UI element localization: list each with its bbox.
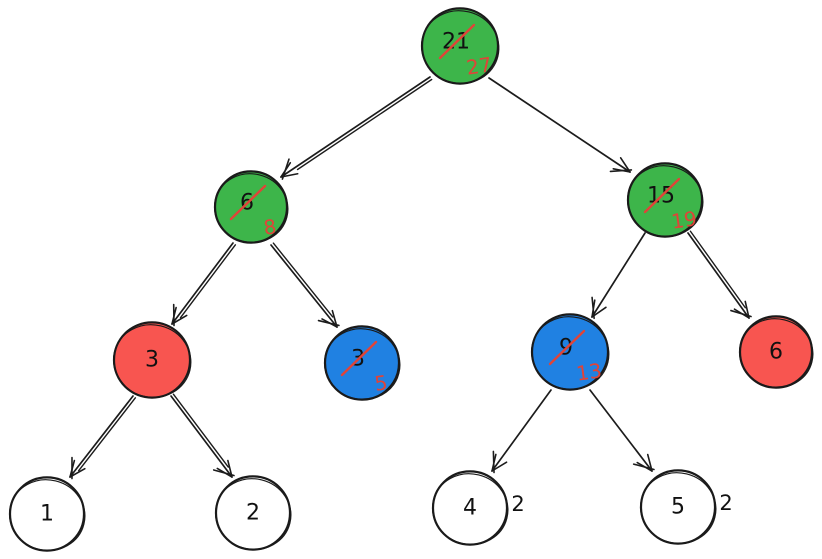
arrowhead-stroke xyxy=(281,158,290,180)
tree-node-left-left: 3 xyxy=(112,321,192,399)
edge-root-to-right xyxy=(488,77,633,173)
edge-line xyxy=(589,389,653,472)
strikethrough-line xyxy=(438,23,476,60)
node-corrected-value: 5 xyxy=(373,370,389,396)
node-sketch-ring xyxy=(214,173,289,243)
node-sketch-ring xyxy=(739,318,814,388)
node-sketch-ring xyxy=(531,316,610,390)
edge-sketch-line xyxy=(77,397,137,472)
node-value: 6 xyxy=(769,340,783,365)
node-sketch-ring xyxy=(324,328,401,400)
tree-node-root: 2127 xyxy=(420,7,500,85)
edge-left-left-to-leaf-2 xyxy=(170,393,235,478)
node-sketch-ring xyxy=(640,472,717,544)
tree-node-left-right: 35 xyxy=(323,325,401,401)
node-value: 5 xyxy=(671,495,685,520)
edge-right-left-to-leaf-5 xyxy=(589,389,655,472)
edge-sketch-line xyxy=(172,393,229,468)
edge-line xyxy=(687,232,750,319)
edge-left-left-to-leaf-1 xyxy=(69,395,137,480)
strikethrough-line xyxy=(229,184,267,221)
edge-root-to-left xyxy=(280,76,433,180)
node-corrected-value: 13 xyxy=(575,358,604,385)
edge-right-to-right-right xyxy=(687,230,752,319)
tree-node-leaf-2: 2 xyxy=(214,475,292,551)
node-sketch-ring xyxy=(9,479,86,551)
edge-sketch-line xyxy=(296,78,433,171)
node-side-label: 2 xyxy=(511,492,524,516)
node-sketch-ring xyxy=(421,10,500,84)
node-sketch-ring xyxy=(113,324,192,398)
edge-sketch-line xyxy=(272,242,334,318)
arrowhead-stroke xyxy=(212,469,235,477)
edge-line xyxy=(488,77,631,173)
arrowhead-stroke xyxy=(632,463,655,471)
arrowhead-stroke xyxy=(317,319,340,327)
node-side-label: 2 xyxy=(719,491,732,515)
node-value: 2 xyxy=(246,501,260,526)
node-sketch-ring xyxy=(432,473,509,545)
edge-line xyxy=(270,244,338,328)
strikethrough-line xyxy=(643,177,681,214)
node-value: 1 xyxy=(40,502,54,527)
tree-node-right-left: 913 xyxy=(530,313,610,391)
tree-node-right: 1519 xyxy=(626,162,704,238)
edge-line xyxy=(591,232,646,318)
node-value: 4 xyxy=(463,496,477,521)
node-sketch-ring xyxy=(627,165,704,237)
strikethrough-line xyxy=(340,340,378,377)
arrowhead-stroke xyxy=(492,450,495,474)
edge-left-to-left-left xyxy=(171,242,237,327)
tree-node-right-right: 6 xyxy=(738,315,814,389)
edge-line xyxy=(280,76,431,178)
edge-line xyxy=(170,395,233,478)
node-value: 3 xyxy=(145,348,159,373)
strikethrough-line xyxy=(548,329,586,366)
arrowhead-stroke xyxy=(591,296,595,320)
edge-line xyxy=(69,395,134,478)
node-corrected-value: 27 xyxy=(465,52,494,79)
tree-node-leaf-1: 1 xyxy=(8,476,86,552)
edge-right-left-to-leaf-4 xyxy=(491,389,552,474)
edge-right-to-right-left xyxy=(591,232,646,320)
node-corrected-value: 8 xyxy=(262,214,278,240)
tree-node-left: 68 xyxy=(213,170,289,244)
edge-left-to-left-right xyxy=(270,242,340,328)
arrowhead-stroke xyxy=(730,309,752,318)
node-sketch-ring xyxy=(215,478,292,550)
edge-sketch-line xyxy=(689,230,747,309)
edge-line xyxy=(491,389,552,472)
edge-line xyxy=(171,242,234,325)
edge-sketch-line xyxy=(179,244,237,319)
arrowhead-stroke xyxy=(609,169,633,173)
node-corrected-value: 19 xyxy=(670,206,699,233)
